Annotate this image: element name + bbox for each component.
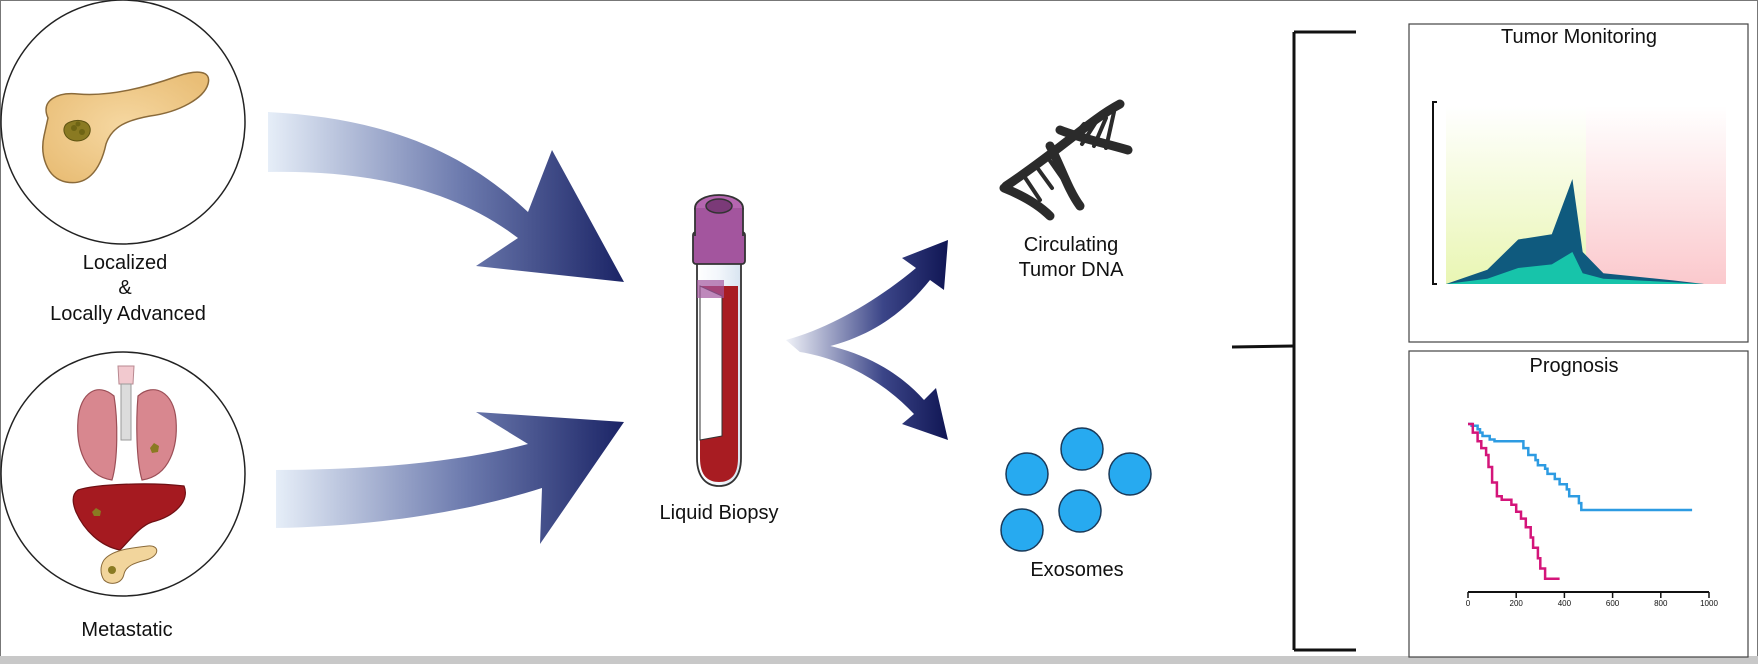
arrow-biopsy-to-exosomes (786, 340, 948, 440)
monitoring-area-1 (1446, 179, 1704, 284)
ctdna-label-line1: Circulating (1024, 234, 1118, 256)
km-series-2 (1468, 422, 1560, 581)
dna-icon (999, 99, 1133, 221)
localized-label-line1: Localized (83, 252, 168, 274)
prognosis-tick-label: 200 (1510, 599, 1524, 608)
localized-label-line3: Locally Advanced (50, 303, 206, 325)
exosomes-icon (1000, 427, 1152, 552)
prognosis-x-axis: 0 200 400 600 800 1000 (1466, 591, 1718, 608)
arrow-biopsy-to-ctdna (786, 240, 948, 352)
pancreas-small-icon (100, 545, 158, 584)
liver-icon (72, 483, 186, 551)
metastatic-label: Metastatic (81, 619, 172, 641)
pancreas-icon (42, 71, 210, 184)
exosomes-label: Exosomes (1030, 559, 1123, 581)
prognosis-tick-label: 800 (1654, 599, 1668, 608)
ctdna-label-line2: Tumor DNA (1019, 259, 1124, 281)
prognosis-tick-label: 0 (1466, 599, 1471, 608)
prognosis-title: Prognosis (1530, 355, 1619, 377)
prognosis-tick-label: 400 (1558, 599, 1572, 608)
monitoring-area-2 (1446, 252, 1704, 284)
blood-tube-icon (692, 194, 746, 487)
metastatic-illustration (0, 351, 246, 597)
tumor-monitoring-panel: Tumor Monitoring (1408, 23, 1749, 343)
localized-label-line2: & (118, 277, 132, 299)
bracket (1231, 30, 1356, 652)
monitoring-bg-right (1586, 106, 1726, 284)
arrow-metastatic-to-biopsy (276, 412, 624, 544)
tumor-monitoring-title: Tumor Monitoring (1501, 26, 1657, 48)
monitoring-chart-area (1446, 179, 1704, 284)
prognosis-panel: Prognosis 0 200 400 600 800 1000 (1408, 350, 1749, 658)
prognosis-chart-area (1468, 422, 1693, 581)
liquid-biopsy-label: Liquid Biopsy (660, 502, 779, 524)
arrow-localized-to-biopsy (268, 112, 624, 282)
km-series-1 (1468, 422, 1693, 512)
prognosis-tick-label: 1000 (1700, 599, 1718, 608)
monitoring-y-bracket (1432, 101, 1437, 285)
localized-illustration (0, 0, 246, 245)
prognosis-tick-label: 600 (1606, 599, 1620, 608)
lungs-icon (77, 365, 177, 481)
bottom-bar (0, 656, 1758, 664)
